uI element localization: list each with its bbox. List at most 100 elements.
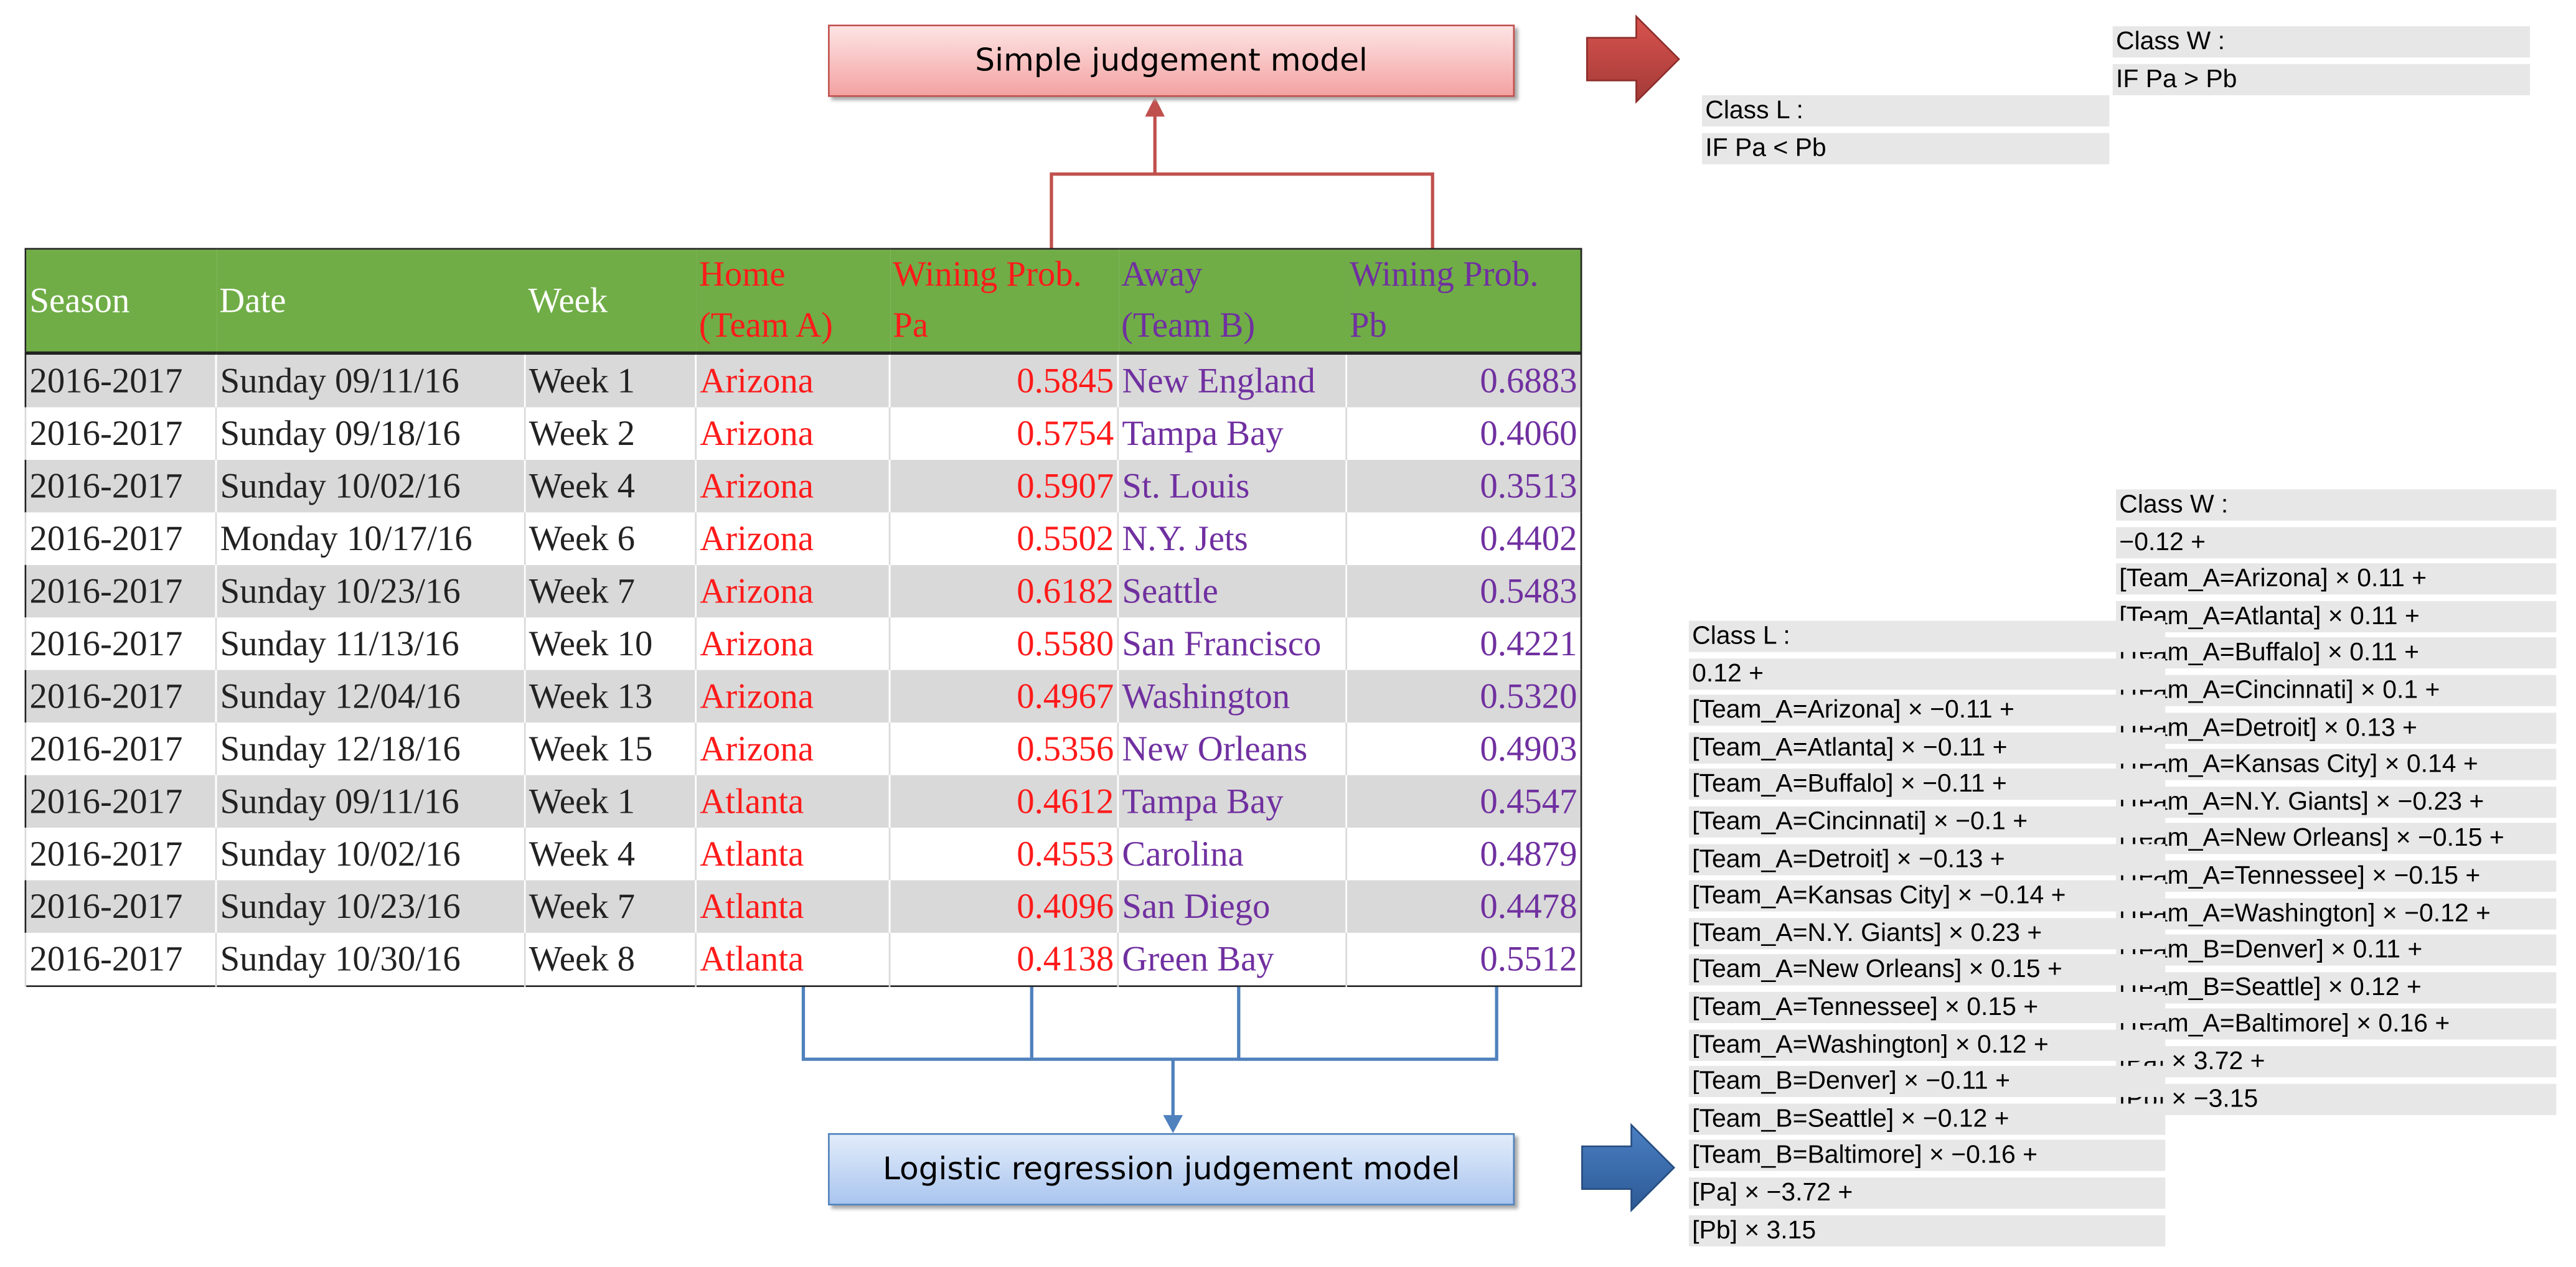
header-date: Date: [216, 248, 525, 355]
rule-line: Class W :: [2112, 26, 2531, 58]
simple-class-l-rules: Class L :IF Pa < Pb: [1702, 95, 2110, 169]
rule-line: [Team_A=Arizona] × 0.11 +: [2116, 563, 2557, 595]
rule-line: [Team_A=Washington] × −0.12 +: [2116, 897, 2557, 929]
season-cell: 2016-2017: [24, 722, 217, 775]
home-team-cell: Atlanta: [695, 775, 890, 828]
home-team-cell: Atlanta: [695, 880, 890, 933]
away-team-cell: St. Louis: [1117, 459, 1347, 513]
rule-line: [Team_A=Kansas City] × 0.14 +: [2116, 749, 2557, 780]
rule-line: [Team_A=Kansas City] × −0.14 +: [1688, 880, 2166, 912]
rule-line: [Team_A=Buffalo] × −0.11 +: [1688, 769, 2166, 801]
week-cell: Week 1: [524, 353, 696, 408]
simple-judgement-model-label: Simple judgement model: [975, 42, 1368, 79]
season-cell: 2016-2017: [25, 353, 217, 408]
rule-line: [Team_A=N.Y. Giants] × −0.23 +: [2116, 786, 2557, 818]
date-cell: Sunday 10/02/16: [215, 459, 525, 513]
rule-line: [Team_A=Atlanta] × 0.11 +: [2116, 601, 2557, 632]
home-prob-cell: 0.4138: [888, 932, 1118, 986]
logistic-class-w-rules: Class W :−0.12 +[Team_A=Arizona] × 0.11 …: [2116, 489, 2557, 1120]
week-cell: Week 7: [524, 880, 696, 933]
away-team-cell: Tampa Bay: [1117, 407, 1347, 460]
week-cell: Week 10: [524, 617, 696, 670]
table-header-row: Season Date Week Home(Team A) Wining Pro…: [25, 248, 1582, 355]
away-team-cell: San Francisco: [1117, 617, 1347, 670]
rule-line: [Team_A=Cincinnati] × −0.1 +: [1688, 806, 2166, 838]
week-cell: Week 2: [524, 407, 696, 460]
away-prob-cell: 0.5483: [1345, 564, 1582, 618]
away-prob-cell: 0.4221: [1345, 617, 1582, 670]
home-prob-cell: 0.4553: [888, 828, 1118, 881]
away-prob-cell: 0.5512: [1345, 932, 1582, 986]
week-cell: Week 7: [524, 564, 696, 618]
rule-line: [Team_A=Detroit] × −0.13 +: [1688, 843, 2166, 875]
date-cell: Sunday 09/11/16: [215, 353, 525, 408]
away-team-cell: San Diego: [1117, 880, 1347, 933]
rule-line: [Team_A=Atlanta] × −0.11 +: [1688, 732, 2166, 764]
away-prob-cell: 0.4478: [1345, 880, 1582, 933]
rule-line: [Team_B=Denver] × 0.11 +: [2116, 934, 2557, 966]
rule-line: [Team_A=Baltimore] × 0.16 +: [2116, 1009, 2557, 1040]
rule-line: IF Pa < Pb: [1702, 132, 2110, 164]
rule-line: [Team_A=Tennessee] × 0.15 +: [1688, 991, 2166, 1023]
rule-line: Class L :: [1688, 620, 2166, 652]
away-team-cell: Washington: [1117, 670, 1347, 723]
home-team-cell: Arizona: [695, 564, 890, 618]
rule-line: [Team_B=Baltimore] × −0.16 +: [1688, 1140, 2166, 1172]
home-prob-cell: 0.5502: [888, 512, 1118, 565]
away-prob-cell: 0.4903: [1345, 722, 1582, 775]
away-team-cell: N.Y. Jets: [1117, 512, 1347, 565]
away-prob-cell: 0.4402: [1345, 512, 1582, 565]
rule-line: [Team_A=Tennessee] × −0.15 +: [2116, 860, 2557, 892]
home-prob-cell: 0.5356: [888, 722, 1118, 775]
logistic-regression-model-label: Logistic regression judgement model: [882, 1151, 1460, 1187]
rule-line: [Pa] × 3.72 +: [2116, 1045, 2557, 1077]
rule-line: IF Pa > Pb: [2112, 63, 2531, 95]
rule-line: [Team_B=Seattle] × −0.12 +: [1688, 1103, 2166, 1134]
home-team-cell: Arizona: [695, 407, 890, 460]
rule-line: [Team_A=Arizona] × −0.11 +: [1688, 694, 2166, 726]
home-prob-cell: 0.5754: [888, 407, 1118, 460]
simple-class-w-rules: Class W : IF Pa > Pb: [2112, 26, 2531, 100]
rule-line: [Team_B=Denver] × −0.11 +: [1688, 1066, 2166, 1098]
logistic-model-connector: [801, 985, 1498, 1117]
simple-connector-arrowhead: [1145, 96, 1165, 117]
season-cell: 2016-2017: [25, 459, 217, 513]
week-cell: Week 4: [524, 828, 696, 881]
rule-line: [Team_A=Washington] × 0.12 +: [1688, 1029, 2166, 1060]
rule-line: [Team_A=Detroit] × 0.13 +: [2116, 712, 2557, 744]
simple-judgement-model-box: Simple judgement model: [828, 24, 1515, 97]
header-season: Season: [25, 248, 217, 355]
rule-line: [Team_A=N.Y. Giants] × 0.23 +: [1688, 917, 2166, 949]
away-team-cell: Carolina: [1117, 828, 1347, 881]
home-team-cell: Arizona: [695, 459, 890, 513]
week-cell: Week 6: [524, 512, 696, 565]
home-prob-cell: 0.4967: [888, 670, 1118, 723]
week-cell: Week 13: [524, 670, 696, 723]
simple-model-connector: [1050, 111, 1434, 248]
home-prob-cell: 0.4096: [888, 880, 1118, 933]
season-cell: 2016-2017: [24, 617, 217, 670]
rule-line: −0.12 +: [2116, 526, 2557, 558]
games-table: Season Date Week Home(Team A) Wining Pro…: [24, 248, 1582, 988]
away-prob-cell: 0.4060: [1345, 407, 1582, 460]
home-team-cell: Atlanta: [695, 828, 890, 881]
home-prob-cell: 0.5580: [888, 617, 1118, 670]
week-cell: Week 8: [524, 932, 696, 986]
rule-line: [Team_A=New Orleans] × −0.15 +: [2116, 823, 2557, 855]
date-cell: Sunday 09/11/16: [215, 775, 525, 828]
logistic-regression-model-box: Logistic regression judgement model: [828, 1133, 1515, 1206]
